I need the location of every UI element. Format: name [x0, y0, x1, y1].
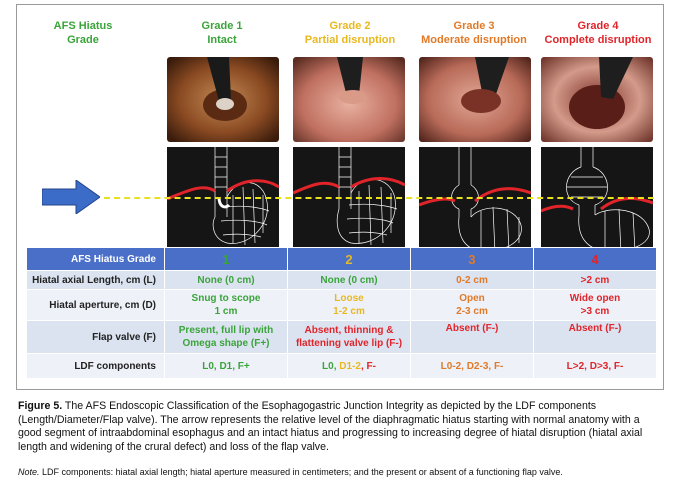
aperture-grade-4-line-1: Wide open	[569, 293, 621, 304]
grade-2-header: Grade 2 Partial disruption	[285, 19, 415, 47]
axial-length-grade-1: None (0 cm)	[164, 270, 288, 290]
flap-valve-grade-4-line-1: Absent (F-)	[568, 323, 622, 334]
table-row: Hiatal aperture, cm (D) Snug to scope 1 …	[26, 289, 657, 321]
grade-2-number: 2	[287, 247, 411, 271]
aperture-grade-4-line-2: >3 cm	[580, 306, 610, 317]
grade-2-subtitle: Partial disruption	[304, 34, 396, 46]
flap-valve-label: Flap valve (F)	[26, 320, 165, 354]
aperture-grade-2: Loose 1-2 cm	[287, 289, 411, 321]
aperture-grade-3-line-1: Open	[459, 293, 485, 304]
aperture-label: Hiatal aperture, cm (D)	[26, 289, 165, 321]
aperture-grade-1: Snug to scope 1 cm	[164, 289, 288, 321]
grade-2-title: Grade 2	[329, 20, 371, 32]
flap-valve-grade-3: Absent (F-)	[410, 320, 534, 354]
hiatus-level-dashed-line	[104, 197, 654, 199]
table-row: Hiatal axial Length, cm (L) None (0 cm) …	[26, 270, 657, 290]
afs-hiatus-grade-label: AFS Hiatus Grade	[26, 247, 165, 271]
ldf-grade-3: L0-2, D2-3, F-	[410, 353, 534, 379]
ldf-components-label: LDF components	[26, 353, 165, 379]
aperture-grade-2-line-1: Loose	[334, 293, 364, 304]
figure-caption: Figure 5. The AFS Endoscopic Classificat…	[18, 400, 666, 454]
grade-2-anatomy-diagram	[293, 147, 405, 253]
grade-4-anatomy-diagram	[541, 147, 653, 253]
grade-1-header: Grade 1 Intact	[157, 19, 287, 47]
aperture-grade-1-line-2: 1 cm	[214, 306, 238, 317]
grade-3-header: Grade 3 Moderate disruption	[409, 19, 539, 47]
grade-1-anatomy-diagram	[167, 147, 279, 253]
figure-note-text: LDF components: hiatal axial length; hia…	[42, 467, 563, 477]
grade-4-title: Grade 4	[577, 20, 619, 32]
hiatus-level-arrow-icon	[41, 179, 101, 219]
figure-note-label: Note.	[18, 467, 40, 477]
axial-length-label: Hiatal axial Length, cm (L)	[26, 270, 165, 290]
flap-valve-grade-1-line-2: Omega shape (F+)	[182, 338, 270, 349]
grade-1-number: 1	[164, 247, 288, 271]
ldf-grade-2-flap: , F-	[360, 360, 376, 372]
flap-valve-grade-1-line-1: Present, full lip with	[178, 325, 274, 336]
grade-3-anatomy-diagram	[419, 147, 531, 253]
flap-valve-grade-2-line-2: flattening valve lip (F-)	[295, 338, 403, 349]
grade-4-header: Grade 4 Complete disruption	[533, 19, 663, 47]
header-line-2: Grade	[67, 34, 99, 46]
aperture-grade-4: Wide open >3 cm	[533, 289, 657, 321]
ldf-grade-2: L0, D1-2, F-	[287, 353, 411, 379]
ldf-grade-4: L>2, D>3, F-	[533, 353, 657, 379]
flap-valve-grade-2-line-1: Absent, thinning &	[304, 325, 394, 336]
flap-valve-grade-2: Absent, thinning & flattening valve lip …	[287, 320, 411, 354]
ldf-grade-2-length: L0,	[322, 360, 340, 372]
grade-1-endoscopic-photo	[167, 57, 279, 142]
grade-3-title: Grade 3	[453, 20, 495, 32]
figure-note: Note. LDF components: hiatal axial lengt…	[18, 466, 666, 478]
grade-3-endoscopic-photo	[419, 57, 531, 142]
aperture-grade-2-line-2: 1-2 cm	[333, 306, 365, 317]
axial-length-grade-4: >2 cm	[533, 270, 657, 290]
grade-4-number: 4	[533, 247, 657, 271]
grade-3-subtitle: Moderate disruption	[421, 34, 527, 46]
axial-length-grade-2: None (0 cm)	[287, 270, 411, 290]
grade-3-number: 3	[410, 247, 534, 271]
axial-length-grade-3: 0-2 cm	[410, 270, 534, 290]
aperture-grade-3: Open 2-3 cm	[410, 289, 534, 321]
flap-valve-grade-3-line-1: Absent (F-)	[445, 323, 499, 334]
figure-caption-label: Figure 5.	[18, 400, 63, 412]
grade-1-subtitle: Intact	[207, 34, 237, 46]
aperture-grade-1-line-1: Snug to scope	[191, 293, 261, 304]
table-row: LDF components L0, D1, F+ L0, D1-2, F- L…	[26, 353, 657, 379]
flap-valve-grade-4: Absent (F-)	[533, 320, 657, 354]
flap-valve-grade-1: Present, full lip with Omega shape (F+)	[164, 320, 288, 354]
figure-caption-text: The AFS Endoscopic Classification of the…	[18, 400, 643, 453]
table-row: Flap valve (F) Present, full lip with Om…	[26, 320, 657, 354]
grade-2-endoscopic-photo	[293, 57, 405, 142]
header-line-1: AFS Hiatus	[53, 20, 113, 32]
grade-4-subtitle: Complete disruption	[544, 34, 652, 46]
ldf-grade-1: L0, D1, F+	[164, 353, 288, 379]
aperture-grade-3-line-2: 2-3 cm	[456, 306, 488, 317]
afs-hiatus-grade-header: AFS Hiatus Grade	[37, 19, 129, 47]
grade-1-title: Grade 1	[201, 20, 243, 32]
table-header-row: AFS Hiatus Grade 1 2 3 4	[26, 247, 657, 271]
grade-4-endoscopic-photo	[541, 57, 653, 142]
ldf-grade-2-diameter: D1-2	[339, 360, 361, 372]
afs-grade-table: AFS Hiatus Grade 1 2 3 4 Hiatal axial Le…	[26, 247, 657, 379]
